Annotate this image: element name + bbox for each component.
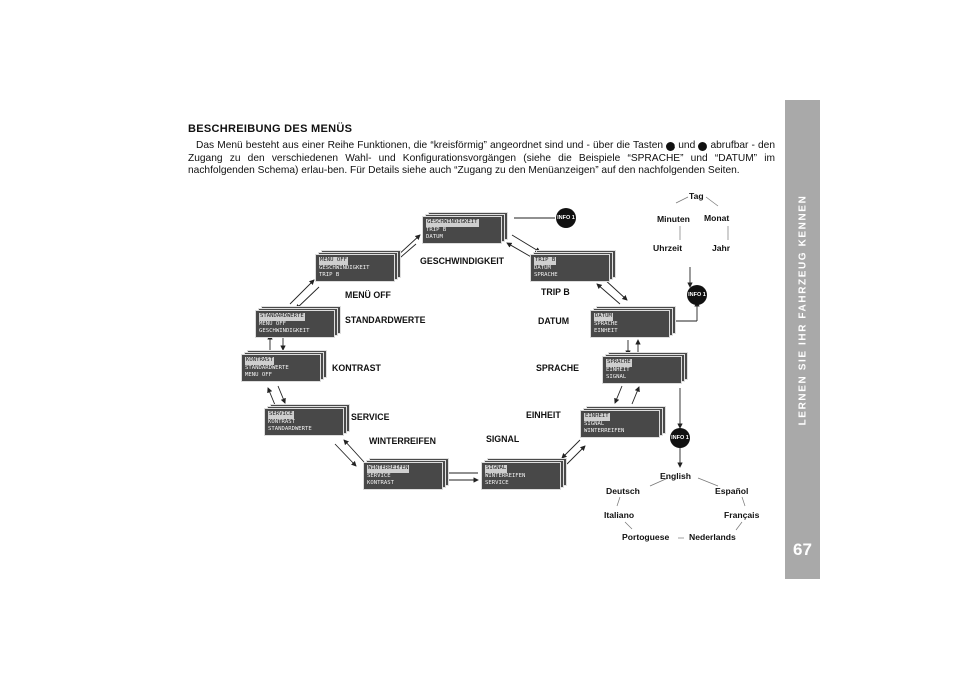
section-heading: BESCHREIBUNG DES MENÜS [188, 123, 353, 135]
lang-cycle-espanol: Español [715, 486, 749, 496]
label-datum: DATUM [538, 316, 570, 326]
lang-cycle-nederlands: Nederlands [689, 532, 736, 542]
lang-cycle-francais: Français [724, 510, 760, 520]
date-cycle-minuten: Minuten [657, 214, 690, 224]
label-geschwindigkeit: GESCHWINDIGKEIT [420, 256, 505, 266]
lang-cycle-deutsch: Deutsch [606, 486, 640, 496]
label-service: SERVICE [351, 412, 390, 422]
info-button-icon: INFO 1 [556, 208, 576, 228]
lang-cycle-italiano: Italiano [604, 510, 635, 520]
date-cycle-monat: Monat [704, 213, 730, 223]
date-cycle-jahr: Jahr [712, 243, 731, 253]
label-signal: SIGNAL [486, 434, 520, 444]
label-winterreifen: WINTERREIFEN [369, 436, 436, 446]
label-standardwerte: STANDARDWERTE [345, 315, 426, 325]
lang-cycle-portoguese: Portoguese [622, 532, 670, 542]
intro-part2: abrufbar - den Zugang zu den verschieden… [188, 140, 775, 176]
date-cycle-uhrzeit: Uhrzeit [653, 243, 683, 253]
label-trip-b: TRIP B [541, 287, 570, 297]
plus-button-icon: + [666, 142, 679, 151]
intro-and: und [678, 140, 696, 151]
label-kontrast: KONTRAST [332, 363, 381, 373]
page-number: 67 [793, 540, 812, 559]
minus-button-icon: − [698, 142, 712, 151]
chapter-sidebar: LERNEN SIE IHR FAHRZEUG KENNEN 67 [785, 100, 820, 579]
label-menu-off: MENÜ OFF [345, 290, 391, 300]
intro-part1: Das Menü besteht aus einer Reihe Funktio… [196, 140, 664, 151]
info-button-icon: INFO 1 [670, 428, 690, 448]
label-sprache: SPRACHE [536, 363, 580, 373]
info-button-icon: INFO 1 [687, 285, 707, 305]
intro-paragraph: Das Menü besteht aus einer Reihe Funktio… [188, 140, 775, 178]
label-einheit: EINHEIT [526, 410, 561, 420]
lang-cycle-english: English [660, 471, 692, 481]
date-cycle-tag: Tag [689, 191, 704, 201]
